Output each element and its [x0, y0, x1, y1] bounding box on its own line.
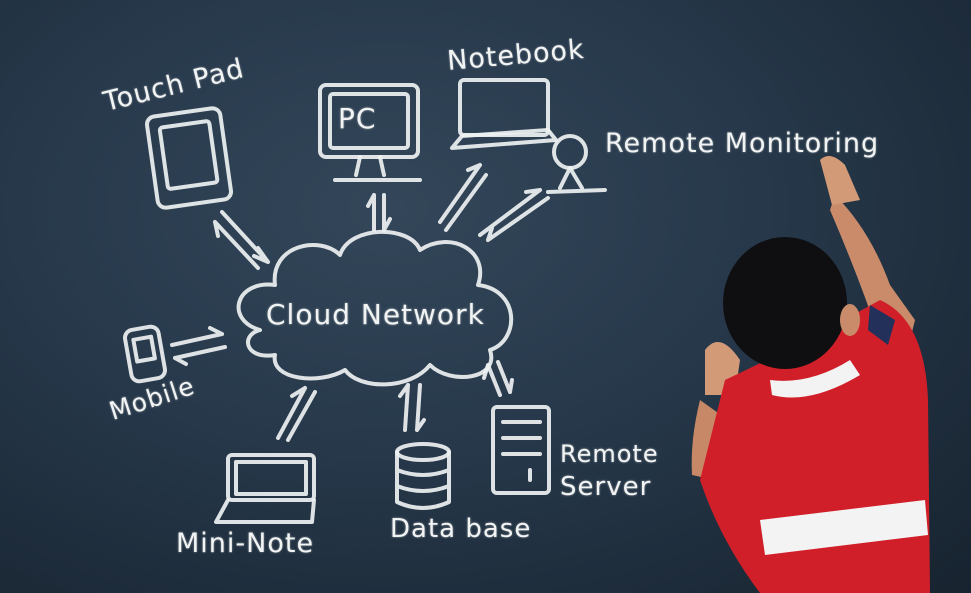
- arrows: [170, 163, 550, 442]
- mobile-icon: [123, 324, 167, 384]
- remote-server-label-line2: Server: [560, 472, 652, 502]
- cloud-network-label: Cloud Network: [266, 298, 485, 331]
- pc-icon: [318, 83, 422, 182]
- child-figure: [691, 156, 930, 593]
- cloud-icon: [236, 229, 514, 387]
- remote-monitoring-label: Remote Monitoring: [605, 128, 880, 159]
- database-label: Data base: [390, 514, 532, 544]
- mini-note-icon: [214, 453, 316, 524]
- remote-server-icon: [491, 405, 551, 495]
- remote-monitoring-icon: [546, 134, 607, 194]
- touch-pad-icon: [144, 106, 234, 210]
- database-icon: [395, 442, 451, 510]
- remote-server-label-line1: Remote: [560, 440, 659, 468]
- notebook-icon: [450, 78, 558, 150]
- pc-label: PC: [338, 102, 377, 135]
- mini-note-label: Mini-Note: [176, 528, 315, 559]
